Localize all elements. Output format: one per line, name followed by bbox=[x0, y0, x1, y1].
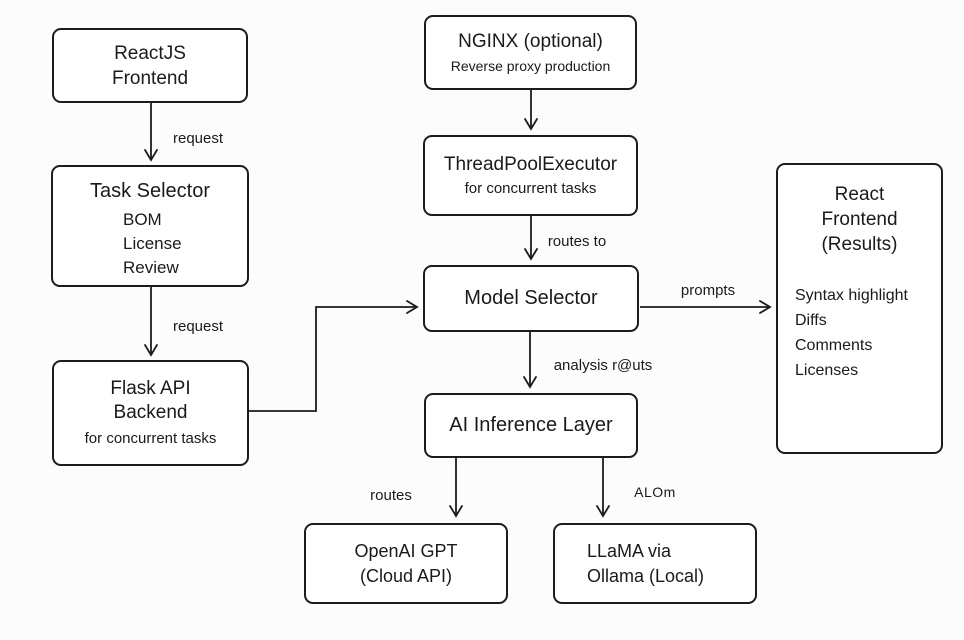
title-line: Frontend bbox=[111, 67, 189, 89]
title-line: React bbox=[834, 184, 885, 205]
edge-label-prompts: prompts bbox=[680, 282, 736, 299]
edge-label-request-bottom: request bbox=[172, 318, 224, 335]
node-flask-api-backend: Flask API Backend for concurrent tasks bbox=[52, 360, 249, 466]
task-item: BOM bbox=[123, 210, 162, 229]
node-reactjs-frontend: ReactJS Frontend bbox=[52, 28, 248, 103]
title-line: (Cloud API) bbox=[359, 565, 453, 586]
node-react-frontend-results: React Frontend (Results) Syntax highligh… bbox=[776, 163, 943, 454]
title-line: Frontend bbox=[821, 209, 898, 230]
node-title: LLaMA via Ollama (Local) bbox=[587, 539, 704, 589]
edge-label-analysis-routes: analysis r@uts bbox=[553, 357, 653, 374]
edge-flask-to-model bbox=[249, 300, 419, 412]
node-task-selector: Task Selector BOM License Review bbox=[51, 165, 249, 287]
node-subtitle: for concurrent tasks bbox=[84, 430, 217, 447]
node-nginx: NGINX (optional) Reverse proxy productio… bbox=[424, 15, 637, 90]
node-title: OpenAI GPT (Cloud API) bbox=[354, 539, 457, 589]
node-subtitle: for concurrent tasks bbox=[464, 180, 597, 197]
node-title: Model Selector bbox=[464, 287, 598, 309]
node-ai-inference-layer: AI Inference Layer bbox=[424, 393, 638, 458]
title-line: Ollama (Local) bbox=[587, 565, 705, 586]
edge-label-alom: ALOm bbox=[634, 484, 676, 500]
result-item: Comments bbox=[795, 337, 873, 354]
edge-label-request-top: request bbox=[172, 130, 224, 147]
node-title: ThreadPoolExecutor bbox=[443, 154, 618, 175]
edge-label-routes-to: routes to bbox=[547, 233, 607, 250]
title-line: Flask API bbox=[110, 378, 191, 399]
node-title: NGINX (optional) bbox=[458, 31, 603, 52]
title-line: OpenAI GPT bbox=[354, 540, 458, 561]
node-title: AI Inference Layer bbox=[449, 414, 613, 436]
title-line: Backend bbox=[113, 402, 188, 423]
result-item: Syntax highlight bbox=[795, 287, 908, 304]
title-line: LLaMA via bbox=[587, 540, 672, 561]
task-item: License bbox=[123, 234, 182, 253]
node-openai-gpt: OpenAI GPT (Cloud API) bbox=[304, 523, 508, 604]
task-item: Review bbox=[123, 258, 179, 277]
result-item: Licenses bbox=[795, 362, 859, 379]
node-llama-ollama: LLaMA via Ollama (Local) bbox=[553, 523, 757, 604]
results-list: Syntax highlight Diffs Comments Licenses bbox=[795, 283, 941, 383]
node-title: React Frontend (Results) bbox=[778, 182, 941, 257]
result-item: Diffs bbox=[795, 312, 827, 329]
title-line: (Results) bbox=[821, 234, 898, 255]
node-title: ReactJS Frontend bbox=[112, 41, 188, 91]
edge-label-routes: routes bbox=[370, 487, 412, 504]
node-model-selector: Model Selector bbox=[423, 265, 639, 332]
node-title: Flask API Backend bbox=[110, 377, 190, 425]
node-title: Task Selector bbox=[89, 180, 211, 202]
title-line: ReactJS bbox=[114, 42, 186, 64]
node-subtitle: Reverse proxy production bbox=[450, 58, 611, 74]
task-list: BOM License Review bbox=[123, 208, 247, 280]
node-threadpool-executor: ThreadPoolExecutor for concurrent tasks bbox=[423, 135, 638, 216]
